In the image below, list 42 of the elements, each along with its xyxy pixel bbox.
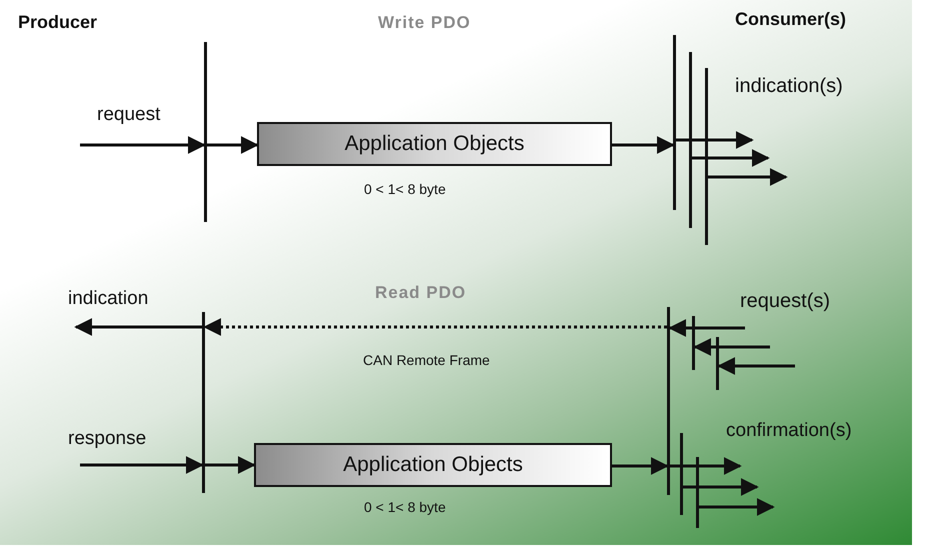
edge-label: indication	[68, 288, 148, 310]
arrow	[612, 136, 675, 154]
arrow	[708, 168, 788, 186]
size-note: 0 < 1< 8 byte	[364, 499, 446, 515]
arrow	[693, 338, 770, 356]
lifeline-bar	[680, 433, 683, 515]
lifeline-bar	[692, 316, 695, 370]
data-frame-box: Application Objects	[257, 122, 612, 166]
edge-label: CAN Remote Frame	[363, 352, 490, 368]
size-note: 0 < 1< 8 byte	[364, 181, 446, 197]
arrow	[692, 149, 770, 167]
arrow	[205, 456, 256, 474]
lifeline-bar	[667, 307, 670, 495]
arrow	[612, 457, 669, 475]
lifeline-bar	[673, 35, 676, 210]
arrow	[74, 318, 202, 336]
lifeline-bar	[696, 457, 699, 528]
section-title: Read PDO	[375, 283, 466, 303]
lifeline-bar	[204, 42, 207, 222]
edge-label: response	[68, 428, 146, 450]
lifeline-bar	[689, 52, 692, 228]
dotted-arrow	[203, 318, 667, 336]
arrow	[717, 357, 795, 375]
arrow	[670, 457, 742, 475]
arrow	[207, 136, 259, 154]
arrow	[683, 478, 759, 496]
message-label: request(s)	[740, 290, 830, 313]
role-heading: Producer	[18, 12, 98, 33]
arrow	[80, 136, 206, 154]
arrow	[699, 498, 775, 516]
lifeline-bar	[705, 68, 708, 245]
edge-label: request	[97, 104, 160, 126]
message-label: indication(s)	[735, 75, 843, 98]
section-title: Write PDO	[378, 13, 471, 33]
lifeline-bar	[202, 312, 205, 493]
lifeline-bar	[716, 337, 719, 390]
arrow	[676, 131, 754, 149]
arrow	[668, 319, 745, 337]
role-heading: Consumer(s)	[735, 9, 846, 30]
data-frame-box: Application Objects	[254, 443, 612, 487]
arrow	[80, 456, 204, 474]
message-label: confirmation(s)	[726, 420, 852, 442]
